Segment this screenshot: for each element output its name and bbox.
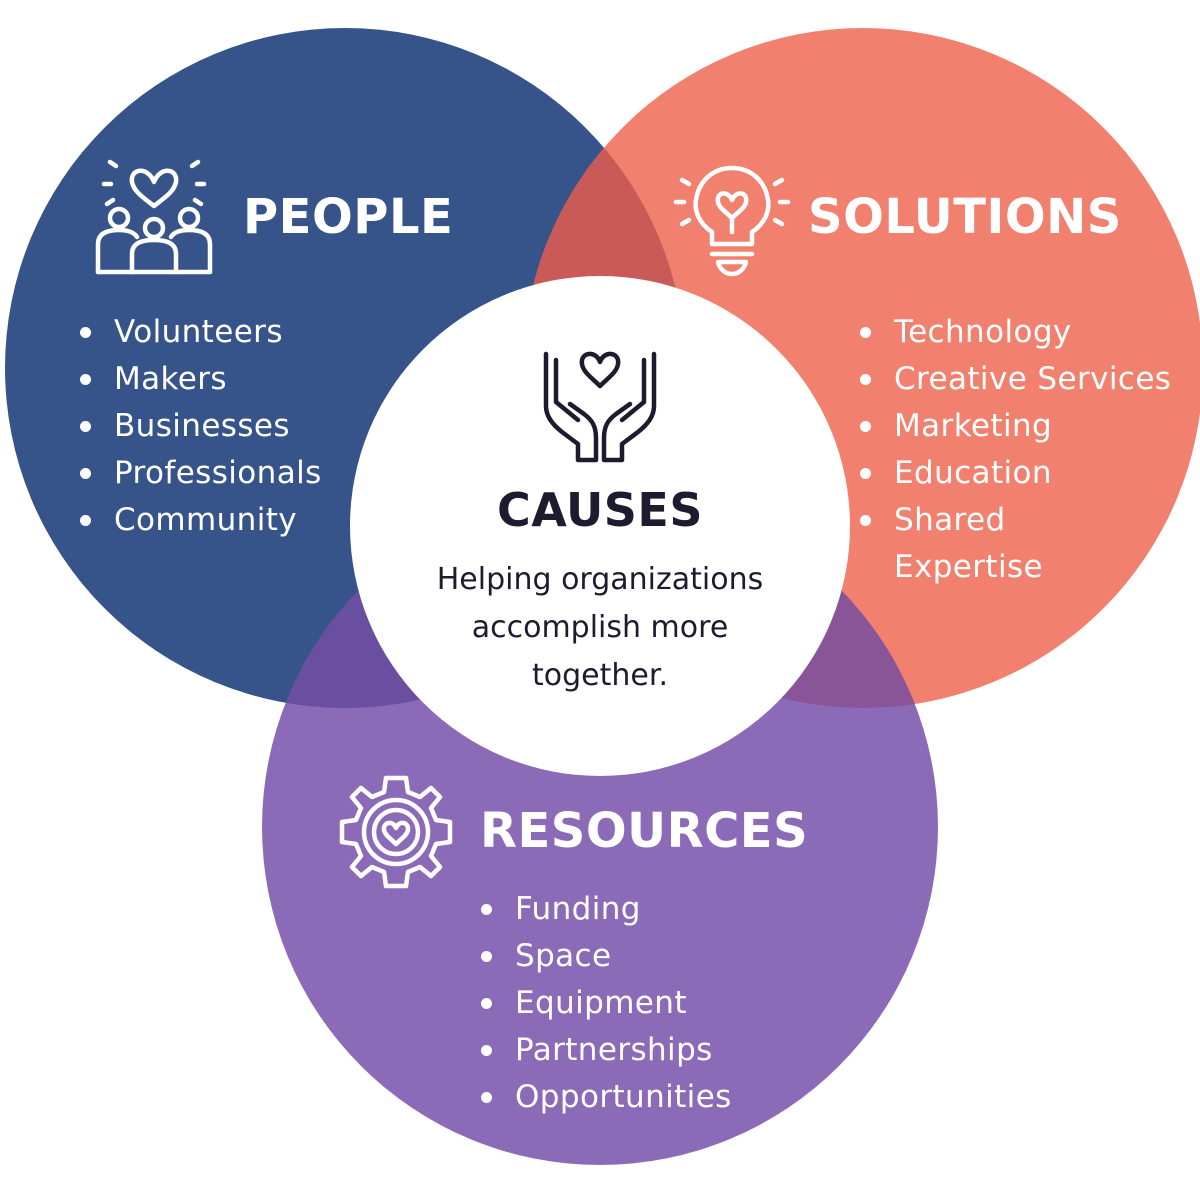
list-item: Shared: [860, 497, 1171, 544]
list-item: Community: [80, 497, 322, 544]
list-item: Marketing: [860, 403, 1171, 450]
causes-description: Helping organizations accomplish more to…: [436, 562, 764, 693]
list-item: Businesses: [80, 403, 322, 450]
list-item: Professionals: [80, 450, 322, 497]
causes-circle: [350, 276, 850, 776]
list-item: Makers: [80, 356, 322, 403]
list-item: Partnerships: [481, 1027, 732, 1074]
gear-heart-icon: [339, 775, 453, 889]
people-title: PEOPLE: [243, 189, 454, 245]
list-item: Education: [860, 450, 1171, 497]
list-item: Space: [481, 933, 732, 980]
lightbulb-heart-icon: [673, 165, 791, 277]
list-item: Volunteers: [80, 309, 322, 356]
list-item: Expertise: [894, 549, 1044, 585]
list-item: Equipment: [481, 980, 732, 1027]
list-item: Technology: [860, 309, 1171, 356]
people-list: Volunteers Makers Businesses Professiona…: [80, 309, 322, 544]
hands-heart-icon: [543, 351, 657, 463]
list-item: Funding: [481, 886, 732, 933]
solutions-title: SOLUTIONS: [808, 189, 1122, 245]
list-item: Opportunities: [481, 1074, 732, 1121]
resources-list: Funding Space Equipment Partnerships Opp…: [481, 886, 732, 1121]
causes-title: CAUSES: [497, 483, 703, 537]
resources-title: RESOURCES: [480, 803, 809, 859]
group-heart-icon: [95, 159, 213, 275]
list-item: Creative Services: [860, 356, 1171, 403]
solutions-list: Technology Creative Services Marketing E…: [860, 309, 1171, 591]
